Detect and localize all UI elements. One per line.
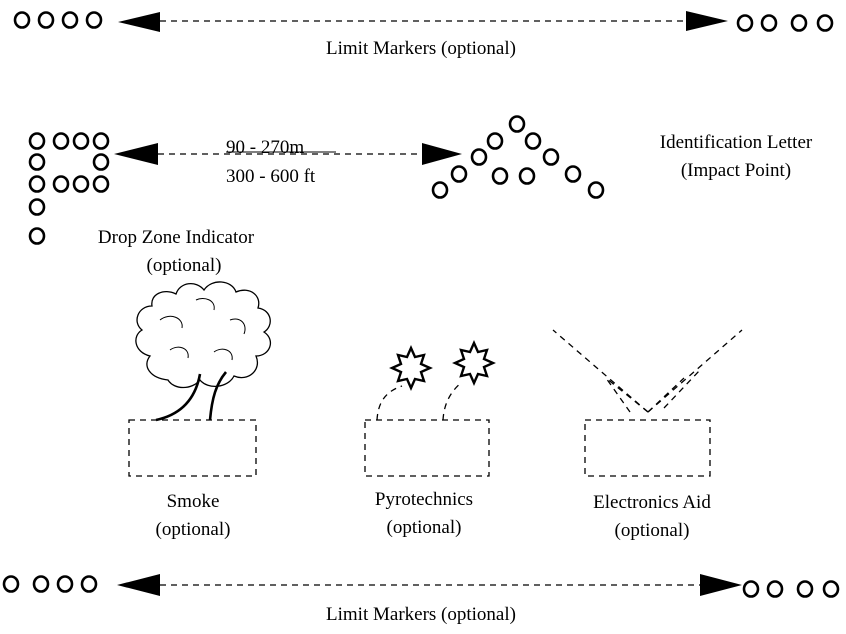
arrowhead-icon xyxy=(114,143,158,165)
identification-letter xyxy=(431,115,605,199)
elec-base xyxy=(584,419,711,477)
burst-icon xyxy=(452,340,496,386)
arrowhead-icon xyxy=(686,11,728,31)
smoke-cloud-icon xyxy=(135,281,272,422)
elec-label-line2: (optional) xyxy=(615,520,690,541)
pyro-trail-left xyxy=(376,385,403,421)
ident-label-line2: (Impact Point) xyxy=(681,160,791,181)
limit-markers-top-label: Limit Markers (optional) xyxy=(326,38,516,59)
burst-icon xyxy=(389,345,433,391)
limit-markers-bottom-label: Limit Markers (optional) xyxy=(326,604,516,625)
arrowhead-icon xyxy=(117,574,160,596)
pyro-base xyxy=(364,419,490,477)
dzi-label-line2: (optional) xyxy=(147,255,222,276)
dzi-label-line1: Drop Zone Indicator xyxy=(98,227,255,248)
distance-feet: 300 - 600 ft xyxy=(226,166,316,187)
pyro-trail-right xyxy=(442,381,463,421)
limit-markers-top: Limit Markers (optional) xyxy=(13,11,834,59)
arrowhead-icon xyxy=(118,12,160,32)
smoke-label-line2: (optional) xyxy=(156,519,231,540)
ring-marker-group-bottom-left xyxy=(2,575,98,593)
ring-marker-group-bottom-right xyxy=(742,580,840,598)
ring-marker-group-top-left xyxy=(13,11,103,29)
pyro-label-line2: (optional) xyxy=(387,517,462,538)
arrowhead-icon xyxy=(700,574,742,596)
drop-zone-indicator xyxy=(28,132,110,245)
distance-metric: 90 - 270m xyxy=(226,137,304,158)
ring-marker-group-top-right xyxy=(736,14,834,32)
pyro-label-line1: Pyrotechnics xyxy=(375,489,473,510)
signal-beam-icon xyxy=(552,329,743,413)
smoke-base xyxy=(128,419,257,477)
limit-markers-bottom: Limit Markers (optional) xyxy=(2,574,840,625)
smoke-label-line1: Smoke xyxy=(167,491,220,512)
arrowhead-icon xyxy=(422,143,462,165)
ident-label-line1: Identification Letter xyxy=(660,132,813,153)
elec-label-line1: Electronics Aid xyxy=(593,492,711,513)
